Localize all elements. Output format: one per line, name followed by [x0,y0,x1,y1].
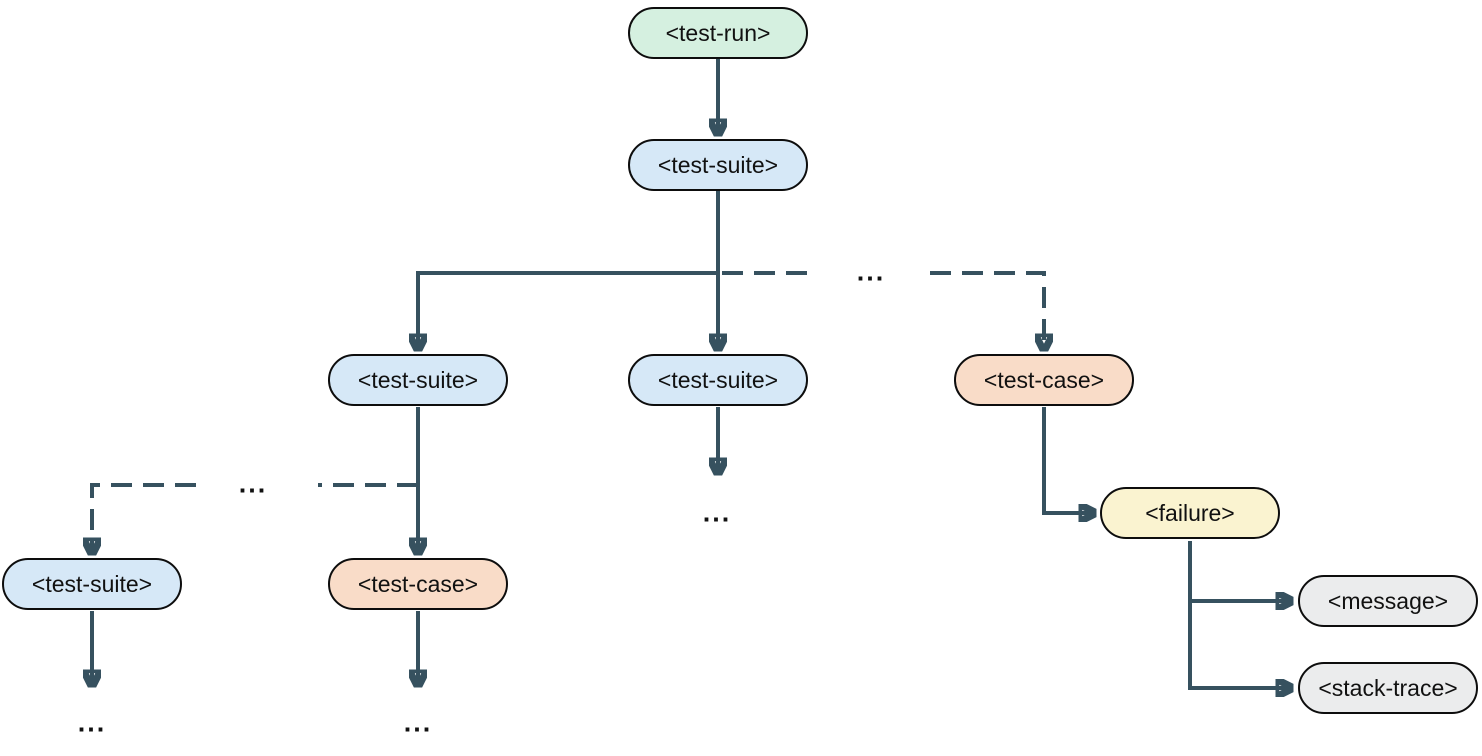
edge-failure-to-message [1188,541,1291,601]
ellipsis-left-branch: ... [238,468,268,499]
node-test-case-left: <test-case> [328,558,508,610]
node-test-suite-root: <test-suite> [628,139,808,191]
ellipsis-below-mid-suite: ... [702,497,732,528]
node-test-suite-mid: <test-suite> [628,354,808,406]
edge-root-suite-to-case-dashed-b [930,271,1044,349]
node-message: <message> [1298,575,1478,627]
edge-failure-to-stack-trace [1188,601,1291,688]
node-stack-trace: <stack-trace> [1298,662,1478,714]
node-test-suite-left: <test-suite> [328,354,508,406]
edge-root-suite-to-left-suite [418,271,718,349]
node-failure: <failure> [1100,487,1280,539]
edge-left-suite-to-far-left-dashed-b [92,483,196,553]
ellipsis-right-branch: ... [856,256,886,287]
ellipsis-below-left-case: ... [403,707,433,738]
node-test-suite-far-left: <test-suite> [2,558,182,610]
edge-case-to-failure [1042,407,1094,513]
node-test-case-right: <test-case> [954,354,1134,406]
node-test-run: <test-run> [628,7,808,59]
ellipsis-below-far-left-suite: ... [77,707,107,738]
